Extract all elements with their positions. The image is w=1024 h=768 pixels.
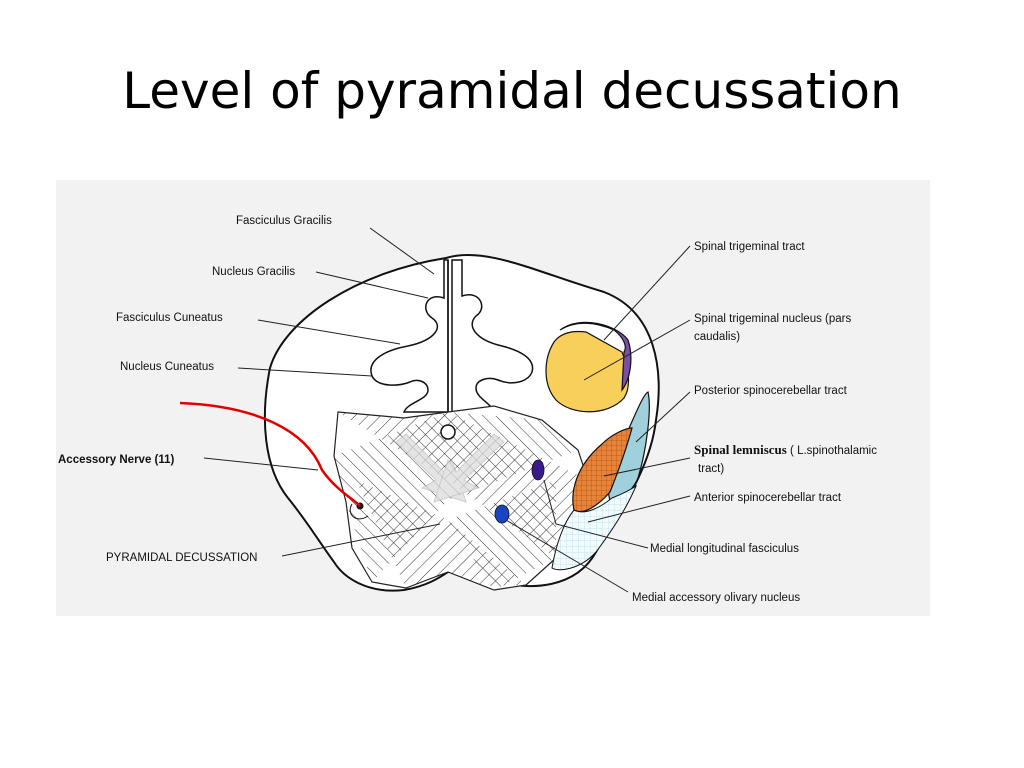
pyramidal-decussation-outline — [333, 405, 589, 591]
leader-nucleus-gracilis — [315, 271, 429, 299]
spinal-trigeminal-nucleus — [545, 330, 630, 413]
label-spinal-trigeminal-tract: Spinal trigeminal tract — [694, 241, 805, 253]
label-pyramidal-decussation: PYRAMIDAL DECUSSATION — [106, 552, 257, 564]
label-nucleus-gracilis: Nucleus Gracilis — [212, 266, 295, 278]
crossing-arrows — [395, 433, 505, 503]
leader-spinal-lemniscus — [603, 457, 691, 477]
pyramidal-decussation-region — [334, 406, 588, 590]
spinal-lemniscus — [572, 427, 633, 513]
spinal-trigeminal-tract — [559, 321, 632, 392]
label-posterior-spinocerebellar: Posterior spinocerebellar tract — [694, 385, 848, 397]
label-medial-longitudinal: Medial longitudinal fasciculus — [650, 543, 799, 555]
leader-posterior-spinocerebellar — [635, 391, 691, 443]
leader-spinal-trigeminal-tract — [603, 245, 691, 341]
leader-accessory-nerve — [203, 457, 319, 471]
label-nucleus-cuneatus: Nucleus Cuneatus — [120, 361, 214, 373]
label-spinal-trigeminal-nucleus-line2: caudalis) — [694, 331, 740, 343]
label-accessory-nerve: Accessory Nerve (11) — [58, 454, 175, 466]
anterior-spinocerebellar-tract — [551, 484, 638, 571]
dorsal-gray-matter — [370, 259, 534, 413]
label-spinal-lemniscus-line2: tract) — [698, 463, 724, 475]
figure-panel: Fasciculus Gracilis Nucleus Gracilis Fas… — [56, 180, 930, 616]
slide-title: Level of pyramidal decussation — [122, 62, 902, 120]
label-spinal-lemniscus-line1: Spinal lemniscus ( L.spinothalamic — [694, 442, 877, 457]
leader-medial-longitudinal — [543, 479, 649, 549]
label-spinal-lemniscus-rest: ( L.spinothalamic — [787, 445, 877, 457]
label-medial-accessory-olivary: Medial accessory olivary nucleus — [632, 592, 800, 604]
leader-spinal-trigeminal-nucleus — [583, 319, 691, 381]
medial-accessory-olivary-nucleus — [494, 504, 510, 524]
central-canal — [440, 424, 456, 440]
leader-fasciculus-gracilis — [369, 227, 435, 275]
accessory-nerve-nucleus — [349, 503, 369, 520]
leader-nucleus-cuneatus — [237, 367, 373, 377]
leader-anterior-spinocerebellar — [587, 495, 691, 523]
label-anterior-spinocerebellar: Anterior spinocerebellar tract — [694, 492, 842, 504]
medulla-diagram: Fasciculus Gracilis Nucleus Gracilis Fas… — [58, 215, 877, 604]
label-fasciculus-gracilis: Fasciculus Gracilis — [236, 215, 332, 227]
leader-pyramidal-decussation — [281, 523, 441, 557]
leader-fasciculus-cuneatus — [257, 319, 401, 345]
label-spinal-lemniscus-bold: Spinal lemniscus — [694, 442, 787, 457]
label-fasciculus-cuneatus: Fasciculus Cuneatus — [116, 312, 223, 324]
medial-longitudinal-fasciculus — [531, 459, 545, 481]
label-spinal-trigeminal-nucleus-line1: Spinal trigeminal nucleus (pars — [694, 313, 851, 325]
leader-medial-accessory-olivary — [505, 519, 629, 593]
accessory-nerve-line — [179, 401, 361, 507]
